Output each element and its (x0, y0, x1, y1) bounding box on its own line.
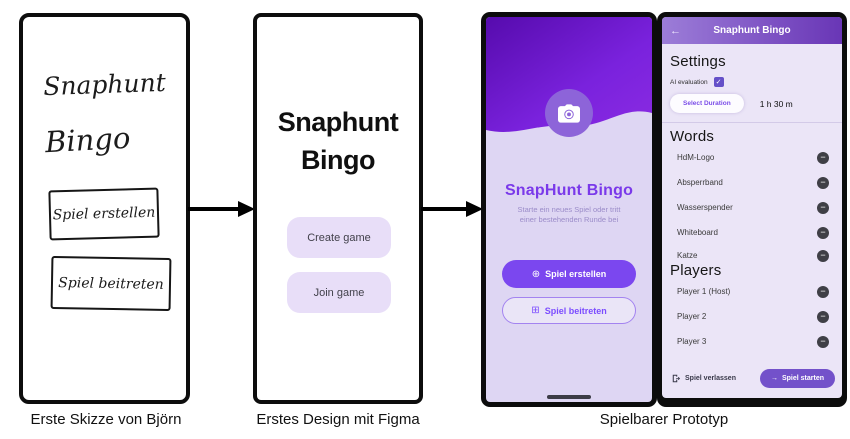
minus-icon: − (820, 250, 826, 260)
checkmark-icon: ✓ (715, 79, 722, 86)
sketch-create-game-label: Spiel erstellen (52, 204, 156, 224)
dialpad-icon: ⊞ (531, 305, 540, 316)
create-game-label: Spiel erstellen (545, 269, 607, 279)
figma-join-game-label: Join game (313, 286, 365, 299)
minus-icon: − (820, 311, 826, 321)
camera-badge (545, 89, 593, 137)
figma-title-line1: Snaphunt (277, 107, 399, 137)
word-row: Absperrband − (670, 170, 834, 195)
create-game-button[interactable]: ⊕ Spiel erstellen (502, 260, 636, 288)
caption-prototype: Spielbarer Prototyp (599, 411, 729, 428)
word-label: Whiteboard (677, 228, 718, 237)
remove-word-button[interactable]: − (817, 226, 829, 239)
sketch-join-game-label: Spiel beitreten (58, 274, 164, 293)
sketch-join-game-box: Spiel beitreten (50, 255, 172, 312)
minus-icon: − (820, 227, 826, 237)
lobby-content: Settings AI evaluation ✓ Select Duration… (662, 53, 842, 354)
prototype-home-phone: SnapHunt Bingo Starte ein neues Spiel od… (481, 12, 657, 407)
back-arrow-icon[interactable]: ← (670, 24, 681, 37)
word-label: Wasserspender (677, 203, 733, 212)
join-game-label: Spiel beitreten (544, 305, 607, 316)
figma-panel: Snaphunt Bingo Create game Join game (253, 13, 423, 404)
section-divider (662, 122, 842, 123)
lobby-bottom-bar: Spiel verlassen → Spiel starten (672, 369, 835, 388)
minus-icon: − (820, 336, 826, 346)
home-subtitle: Starte ein neues Spiel oder tritt einer … (486, 205, 652, 225)
remove-player-button[interactable]: − (817, 335, 829, 348)
flow-arrow-sketch-to-figma (188, 201, 255, 217)
remove-word-button[interactable]: − (817, 151, 829, 164)
word-label: Katze (677, 251, 698, 260)
home-indicator-bar (547, 395, 591, 399)
figma-join-game-button[interactable]: Join game (287, 272, 391, 313)
player-label: Player 3 (677, 337, 707, 346)
figma-title-line2: Bingo (301, 145, 375, 175)
flow-arrow-figma-to-prototype (421, 201, 483, 217)
minus-icon: − (820, 286, 826, 296)
remove-player-button[interactable]: − (817, 285, 829, 298)
purple-wave-header (486, 17, 652, 132)
minus-icon: − (820, 202, 826, 212)
remove-word-button[interactable]: − (817, 249, 829, 262)
remove-word-button[interactable]: − (817, 176, 829, 189)
settings-heading: Settings (670, 53, 726, 70)
leave-game-label: Spiel verlassen (685, 375, 736, 382)
player-row: Player 2 − (670, 304, 834, 329)
home-subtitle-line1: Starte ein neues Spiel oder tritt (517, 205, 621, 214)
sketch-title-line2: Bingo (44, 120, 132, 160)
word-label: HdM-Logo (677, 153, 715, 162)
caption-figma: Erstes Design mit Figma (256, 411, 420, 428)
figma-create-game-button[interactable]: Create game (287, 217, 391, 258)
player-row: Player 3 − (670, 329, 834, 354)
word-row: Whiteboard − (670, 220, 834, 245)
duration-value: 1 h 30 m (759, 98, 793, 109)
caption-sketch: Erste Skizze von Björn (30, 411, 182, 428)
ai-evaluation-label: AI evaluation (670, 78, 708, 86)
word-row: Wasserspender − (670, 195, 834, 220)
camera-icon (558, 103, 580, 123)
leave-game-button[interactable]: Spiel verlassen (672, 374, 736, 383)
prototype-lobby-screen: ← Snaphunt Bingo Settings AI evaluation … (662, 17, 842, 398)
join-game-button[interactable]: ⊞ Spiel beitreten (502, 297, 636, 324)
remove-player-button[interactable]: − (817, 310, 829, 323)
word-label: Absperrband (677, 178, 723, 187)
sketch-panel: Snaphunt Bingo Spiel erstellen Spiel bei… (19, 13, 190, 404)
minus-icon: − (820, 152, 826, 162)
sketch-title-line1: Snaphunt (42, 67, 167, 102)
ai-evaluation-row: AI evaluation ✓ (670, 77, 834, 87)
players-heading: Players (670, 262, 722, 279)
app-bar: ← Snaphunt Bingo (662, 17, 842, 44)
app-bar-title: Snaphunt Bingo (713, 25, 791, 36)
home-app-title: SnapHunt Bingo (504, 182, 634, 199)
player-row: Player 1 (Host) − (670, 279, 834, 304)
player-label: Player 1 (Host) (677, 287, 731, 296)
home-subtitle-line2: einer bestehenden Runde bei (519, 215, 619, 224)
minus-icon: − (820, 177, 826, 187)
select-duration-button[interactable]: Select Duration (670, 94, 744, 113)
remove-word-button[interactable]: − (817, 201, 829, 214)
figma-app-title: Snaphunt Bingo (257, 103, 419, 179)
prototype-lobby-phone: ← Snaphunt Bingo Settings AI evaluation … (657, 12, 847, 407)
ai-evaluation-checkbox[interactable]: ✓ (713, 77, 724, 87)
arrow-right-icon: → (770, 375, 778, 382)
player-label: Player 2 (677, 312, 707, 321)
plus-circle-icon: ⊕ (531, 268, 541, 280)
words-heading: Words (670, 128, 715, 145)
word-row: Katze − (670, 245, 834, 266)
word-row: HdM-Logo − (670, 145, 834, 170)
sketch-create-game-box: Spiel erstellen (48, 187, 160, 241)
prototype-home-screen: SnapHunt Bingo Starte ein neues Spiel od… (486, 17, 652, 402)
start-game-label: Spiel starten (781, 375, 824, 382)
figma-create-game-label: Create game (307, 231, 371, 244)
duration-row: Select Duration 1 h 30 m (670, 94, 834, 113)
start-game-button[interactable]: → Spiel starten (759, 369, 835, 388)
exit-icon (672, 374, 681, 383)
